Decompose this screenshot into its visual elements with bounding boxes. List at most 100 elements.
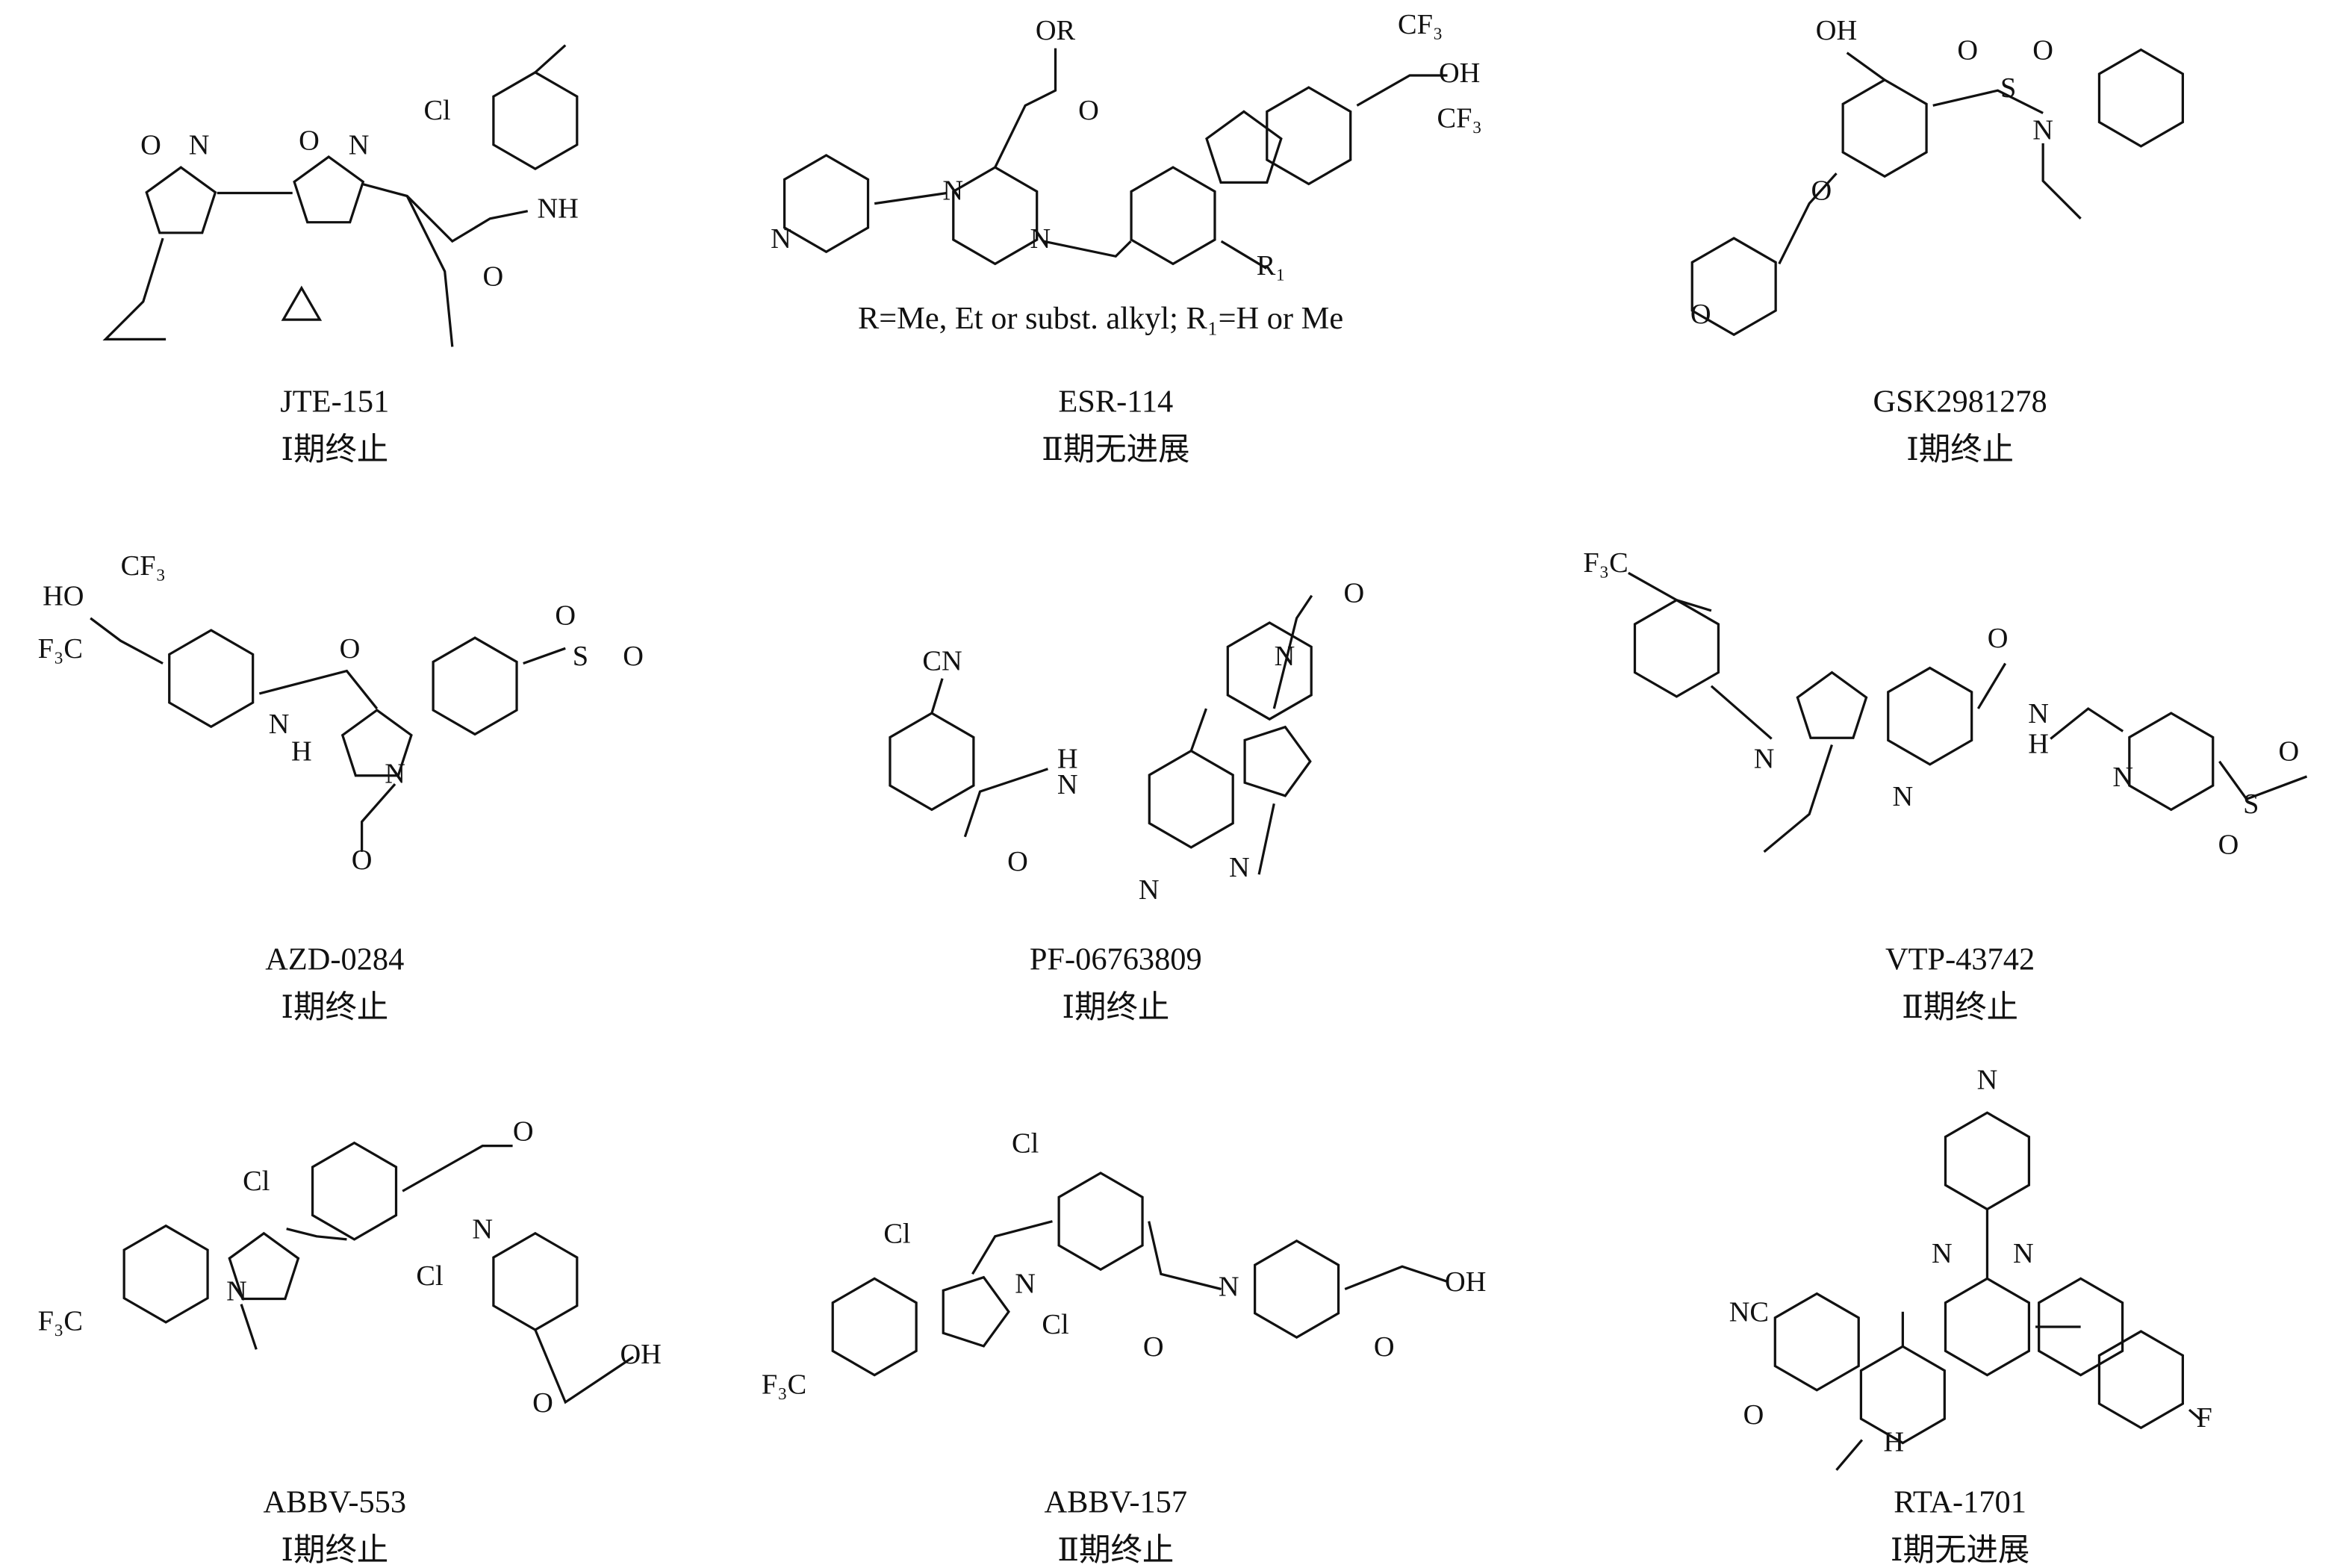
atom-label: S bbox=[573, 641, 588, 672]
atom-label: O bbox=[1343, 577, 1364, 609]
chain-bond bbox=[1356, 74, 1448, 107]
atom-label: Cl bbox=[1042, 1309, 1068, 1340]
atom-label: H bbox=[2028, 728, 2049, 759]
chain-bond bbox=[90, 617, 164, 665]
atom-label: O bbox=[1374, 1331, 1395, 1363]
compound-phase: Ⅰ期无进展 bbox=[1891, 1533, 2029, 1568]
atom-label: O bbox=[1078, 95, 1099, 126]
ring-bond bbox=[492, 71, 579, 171]
chain-bond bbox=[361, 182, 529, 243]
compound-phase: Ⅱ期终止 bbox=[1057, 1533, 1174, 1568]
substituent-note: R=Me, Et or subst. alkyl; R₁=H or Me bbox=[858, 301, 1343, 336]
compound-name: GSK2981278 bbox=[1873, 384, 2047, 419]
atom-label: NH bbox=[537, 193, 578, 224]
atom-label: Cl bbox=[423, 95, 450, 126]
compound-name: RTA-1701 bbox=[1894, 1484, 2026, 1519]
chain-bond bbox=[971, 1220, 1053, 1275]
chain-bond bbox=[1846, 52, 1886, 81]
atom-label: N bbox=[2032, 114, 2053, 146]
atom-label: N bbox=[1893, 781, 1914, 812]
ring-bond bbox=[492, 1231, 579, 1331]
structure-abbv-553: Cl Cl O N F₃C N O OH ABBV-553 Ⅰ期终止 bbox=[38, 1116, 662, 1568]
atom-label: N bbox=[1275, 641, 1295, 672]
chain-bond bbox=[402, 1145, 513, 1192]
chain-bond bbox=[2188, 1408, 2203, 1422]
ring-bond bbox=[122, 1224, 209, 1324]
chain-bond bbox=[930, 678, 944, 714]
atom-label: O bbox=[340, 633, 361, 665]
compound-phase: Ⅱ期终止 bbox=[1902, 990, 2018, 1025]
atom-label: O bbox=[2032, 34, 2053, 66]
atom-label: O bbox=[555, 600, 576, 632]
ring-bond bbox=[952, 166, 1039, 266]
atom-label: O bbox=[1811, 175, 1832, 206]
atom-label: N bbox=[1229, 852, 1250, 883]
atom-label: OH bbox=[620, 1339, 661, 1370]
atom-label: CN bbox=[922, 645, 962, 676]
atom-label: H bbox=[291, 735, 312, 767]
ring-bond bbox=[889, 712, 975, 812]
ring-bond bbox=[2097, 48, 2184, 148]
atom-label: N bbox=[349, 130, 370, 161]
compound-phase: Ⅰ期终止 bbox=[281, 1533, 388, 1568]
atom-label: O bbox=[299, 125, 320, 157]
atom-label: N bbox=[1932, 1238, 1953, 1269]
atom-label: Cl bbox=[1012, 1127, 1039, 1159]
chain-bond bbox=[994, 48, 1057, 168]
compound-phase: Ⅰ期终止 bbox=[1906, 432, 2014, 467]
atom-label: O bbox=[1690, 299, 1711, 330]
atom-label: CF₃ bbox=[1398, 9, 1443, 40]
atom-label: N bbox=[1057, 769, 1078, 800]
chain-bond bbox=[1932, 89, 2044, 114]
ring-bond bbox=[1633, 598, 1720, 698]
atom-label: HO bbox=[43, 580, 84, 612]
chain-bond bbox=[405, 195, 454, 347]
atom-label: O bbox=[1988, 623, 2009, 654]
compound-name: JTE-151 bbox=[280, 384, 389, 419]
atom-label: O bbox=[1743, 1399, 1764, 1431]
atom-label: F₃C bbox=[38, 1306, 83, 1337]
chain-bond bbox=[1189, 708, 1207, 752]
chain-bond bbox=[1148, 1221, 1222, 1291]
chain-bond bbox=[1778, 172, 1838, 265]
ring-bond bbox=[1796, 671, 1868, 739]
atom-label: Cl bbox=[883, 1219, 910, 1250]
ring-bond bbox=[228, 1231, 300, 1301]
ring-bond bbox=[2038, 1277, 2124, 1377]
chain-bond bbox=[258, 669, 379, 710]
ring-bond bbox=[1266, 86, 1352, 186]
chain-bond bbox=[523, 647, 566, 665]
atom-label: OH bbox=[1445, 1266, 1486, 1298]
atom-label: N bbox=[771, 223, 791, 255]
atom-label: OR bbox=[1036, 15, 1076, 46]
atom-label: F₃C bbox=[762, 1369, 806, 1401]
atom-label: Cl bbox=[243, 1166, 270, 1197]
ring-bond bbox=[1944, 1277, 2031, 1377]
atom-label: CF₃ bbox=[121, 550, 166, 582]
atom-label: Cl bbox=[416, 1260, 443, 1292]
atom-label: O bbox=[2278, 735, 2299, 767]
atom-label: R₁ bbox=[1257, 250, 1286, 281]
chain-bond bbox=[1043, 240, 1132, 258]
structure-esr-114: OR O N N N CF₃ OH CF₃ R₁ R=Me, Et or sub… bbox=[771, 9, 1482, 467]
chain-bond bbox=[1628, 571, 1712, 612]
atom-label: H bbox=[1057, 744, 1078, 775]
compound-name: PF-06763809 bbox=[1030, 942, 1202, 977]
atom-label: F₃C bbox=[1583, 547, 1628, 579]
compound-phase: Ⅰ期终止 bbox=[1062, 990, 1169, 1025]
structure-rta-1701: N N N NC O H F RTA-1701 Ⅰ期无进展 bbox=[1729, 1065, 2212, 1568]
chain-bond bbox=[963, 768, 1048, 838]
atom-label: N bbox=[2112, 762, 2133, 793]
ring-bond bbox=[1057, 1172, 1144, 1272]
atom-label: N bbox=[1030, 223, 1051, 255]
compound-phase: Ⅰ期终止 bbox=[281, 432, 388, 467]
structure-azd-0284: HO CF₃ F₃C O N H N O S O O AZD-0284 Ⅰ期终止 bbox=[38, 550, 644, 1025]
atom-label: S bbox=[2000, 72, 2016, 104]
atom-label: N bbox=[1977, 1065, 1998, 1096]
compound-phase: Ⅰ期终止 bbox=[281, 990, 388, 1025]
ring-bond bbox=[281, 285, 323, 321]
atom-label: N bbox=[1015, 1268, 1036, 1299]
ring-bond bbox=[145, 166, 217, 234]
bond-skeletons bbox=[90, 44, 2308, 1471]
